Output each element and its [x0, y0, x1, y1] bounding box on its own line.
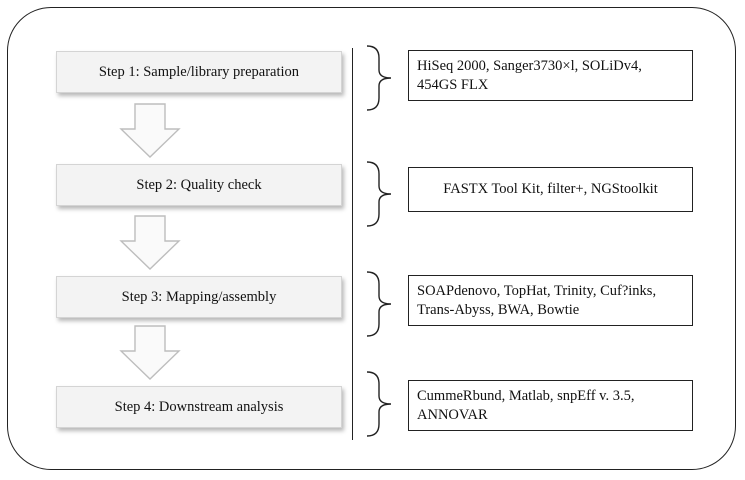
step-2-box: Step 2: Quality check — [56, 164, 342, 206]
vertical-divider — [352, 48, 354, 440]
step-3-label: Step 3: Mapping/assembly — [121, 288, 277, 305]
brace-icon — [366, 271, 392, 337]
brace-icon — [366, 371, 392, 437]
step-4-label: Step 4: Downstream analysis — [114, 398, 284, 415]
step-1-label: Step 1: Sample/library preparation — [98, 63, 300, 80]
tools-4-line-2: ANNOVAR — [417, 406, 488, 423]
step-4-box: Step 4: Downstream analysis — [56, 386, 342, 428]
down-arrow-icon — [119, 103, 181, 158]
tools-4-line-1: CummeRbund, Matlab, snpEff v. 3.5, — [417, 387, 635, 404]
down-arrow-icon — [119, 325, 181, 380]
tools-box-4: CummeRbund, Matlab, snpEff v. 3.5, ANNOV… — [408, 380, 693, 431]
tools-1-line-1: HiSeq 2000, Sanger3730×l, SOLiDv4, — [417, 57, 642, 74]
step-2-label: Step 2: Quality check — [136, 176, 262, 193]
tools-box-3: SOAPdenovo, TopHat, Trinity, Cuf?inks, T… — [408, 275, 693, 326]
down-arrow-icon — [119, 215, 181, 270]
brace-icon — [366, 161, 392, 227]
tools-3-line-1: SOAPdenovo, TopHat, Trinity, Cuf?inks, — [417, 282, 657, 299]
step-3-box: Step 3: Mapping/assembly — [56, 276, 342, 318]
tools-box-2: FASTX Tool Kit, filter+, NGStoolkit — [408, 167, 693, 212]
step-1-box: Step 1: Sample/library preparation — [56, 51, 342, 93]
tools-box-1: HiSeq 2000, Sanger3730×l, SOLiDv4, 454GS… — [408, 50, 693, 101]
tools-2-line-1: FASTX Tool Kit, filter+, NGStoolkit — [443, 181, 658, 197]
brace-icon — [366, 45, 392, 111]
diagram-frame — [7, 7, 736, 470]
tools-3-line-2: Trans-Abyss, BWA, Bowtie — [417, 301, 580, 318]
tools-1-line-2: 454GS FLX — [417, 76, 489, 93]
